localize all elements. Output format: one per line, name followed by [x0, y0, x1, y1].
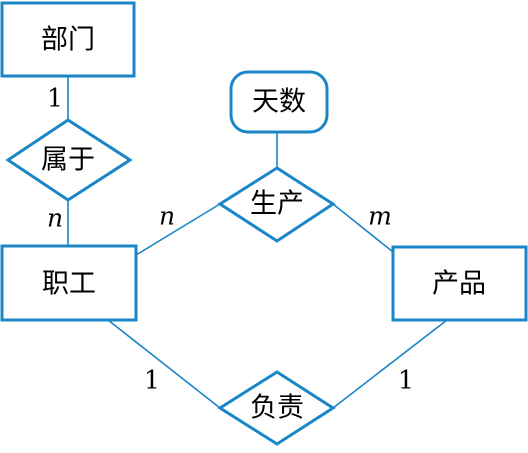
- cardinality-employee-responsible: 1: [144, 366, 160, 395]
- entity-employee-label: 职工: [42, 269, 96, 300]
- cardinality-product-responsible: 1: [398, 366, 414, 395]
- cardinality-product-produce: m: [368, 202, 392, 231]
- relationship-belongs-label: 属于: [41, 145, 95, 176]
- line-employee-produce: [135, 203, 221, 256]
- attribute-days[interactable]: 天数: [229, 70, 329, 134]
- cardinality-employee-produce: n: [159, 202, 175, 231]
- relationship-responsible-label: 负责: [250, 393, 304, 424]
- line-responsible-product: [332, 319, 448, 409]
- cardinality-labels: 1 n n m 1 1: [47, 84, 414, 395]
- relationship-produce[interactable]: 生产: [217, 166, 336, 243]
- relationship-produce-label: 生产: [250, 189, 304, 220]
- attribute-days-label: 天数: [252, 87, 306, 118]
- entity-product-label: 产品: [432, 269, 486, 300]
- cardinality-employee-belongs: n: [47, 204, 63, 233]
- line-employee-responsible: [107, 319, 221, 409]
- relationship-belongs[interactable]: 属于: [5, 118, 133, 202]
- connection-lines: [67, 76, 448, 409]
- line-produce-product: [332, 203, 394, 253]
- entity-dept[interactable]: 部门: [0, 1, 136, 78]
- relationship-responsible[interactable]: 负责: [217, 370, 336, 446]
- entity-dept-label: 部门: [41, 25, 95, 56]
- entity-product[interactable]: 产品: [391, 245, 528, 322]
- cardinality-dept-belongs: 1: [47, 84, 63, 113]
- entity-employee[interactable]: 职工: [0, 244, 138, 322]
